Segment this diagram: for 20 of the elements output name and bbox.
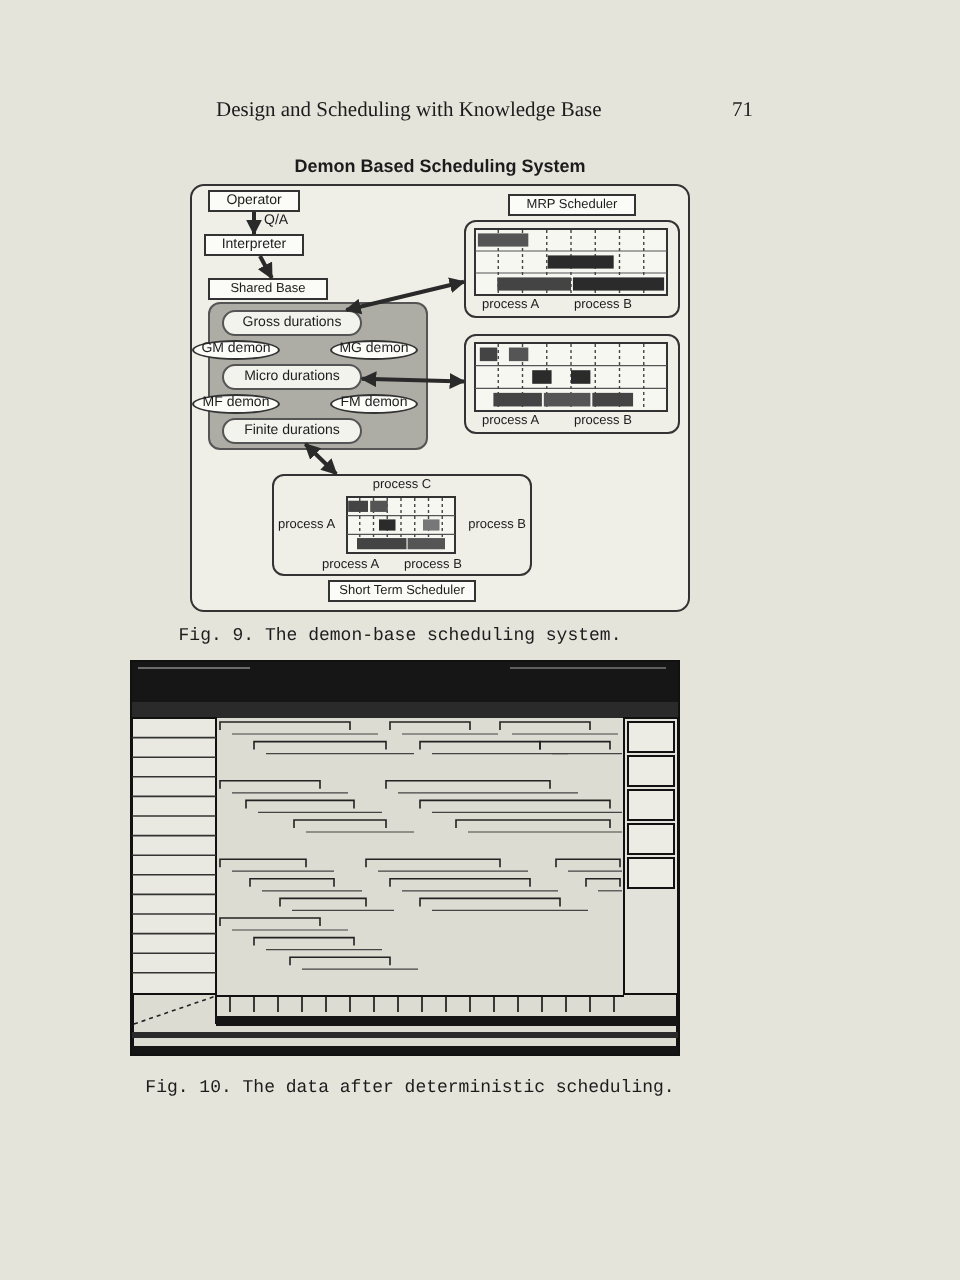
arrow — [257, 255, 274, 280]
demon-ellipse — [192, 340, 280, 360]
arrow — [246, 212, 262, 236]
double-arrow — [304, 442, 338, 476]
running-head: Design and Scheduling with Knowledge Base — [216, 100, 602, 124]
figure-caption: Fig. 10. The data after deterministic scheduling. — [145, 1076, 675, 1100]
demon-ellipse — [330, 394, 418, 414]
double-arrow — [344, 277, 466, 315]
demon-ellipse — [330, 340, 418, 360]
gantt-panel — [464, 334, 680, 434]
duration-box — [222, 310, 362, 336]
process-box — [208, 190, 300, 212]
demon-ellipse — [192, 394, 280, 414]
page-number: 71 — [732, 100, 753, 124]
node-label: Demon Based Scheduling System — [294, 156, 586, 178]
duration-box — [222, 364, 362, 390]
process-box — [204, 234, 304, 256]
figure-caption: Fig. 9. The demon-base scheduling system. — [178, 624, 622, 648]
duration-box — [222, 418, 362, 444]
double-arrow — [360, 371, 466, 390]
